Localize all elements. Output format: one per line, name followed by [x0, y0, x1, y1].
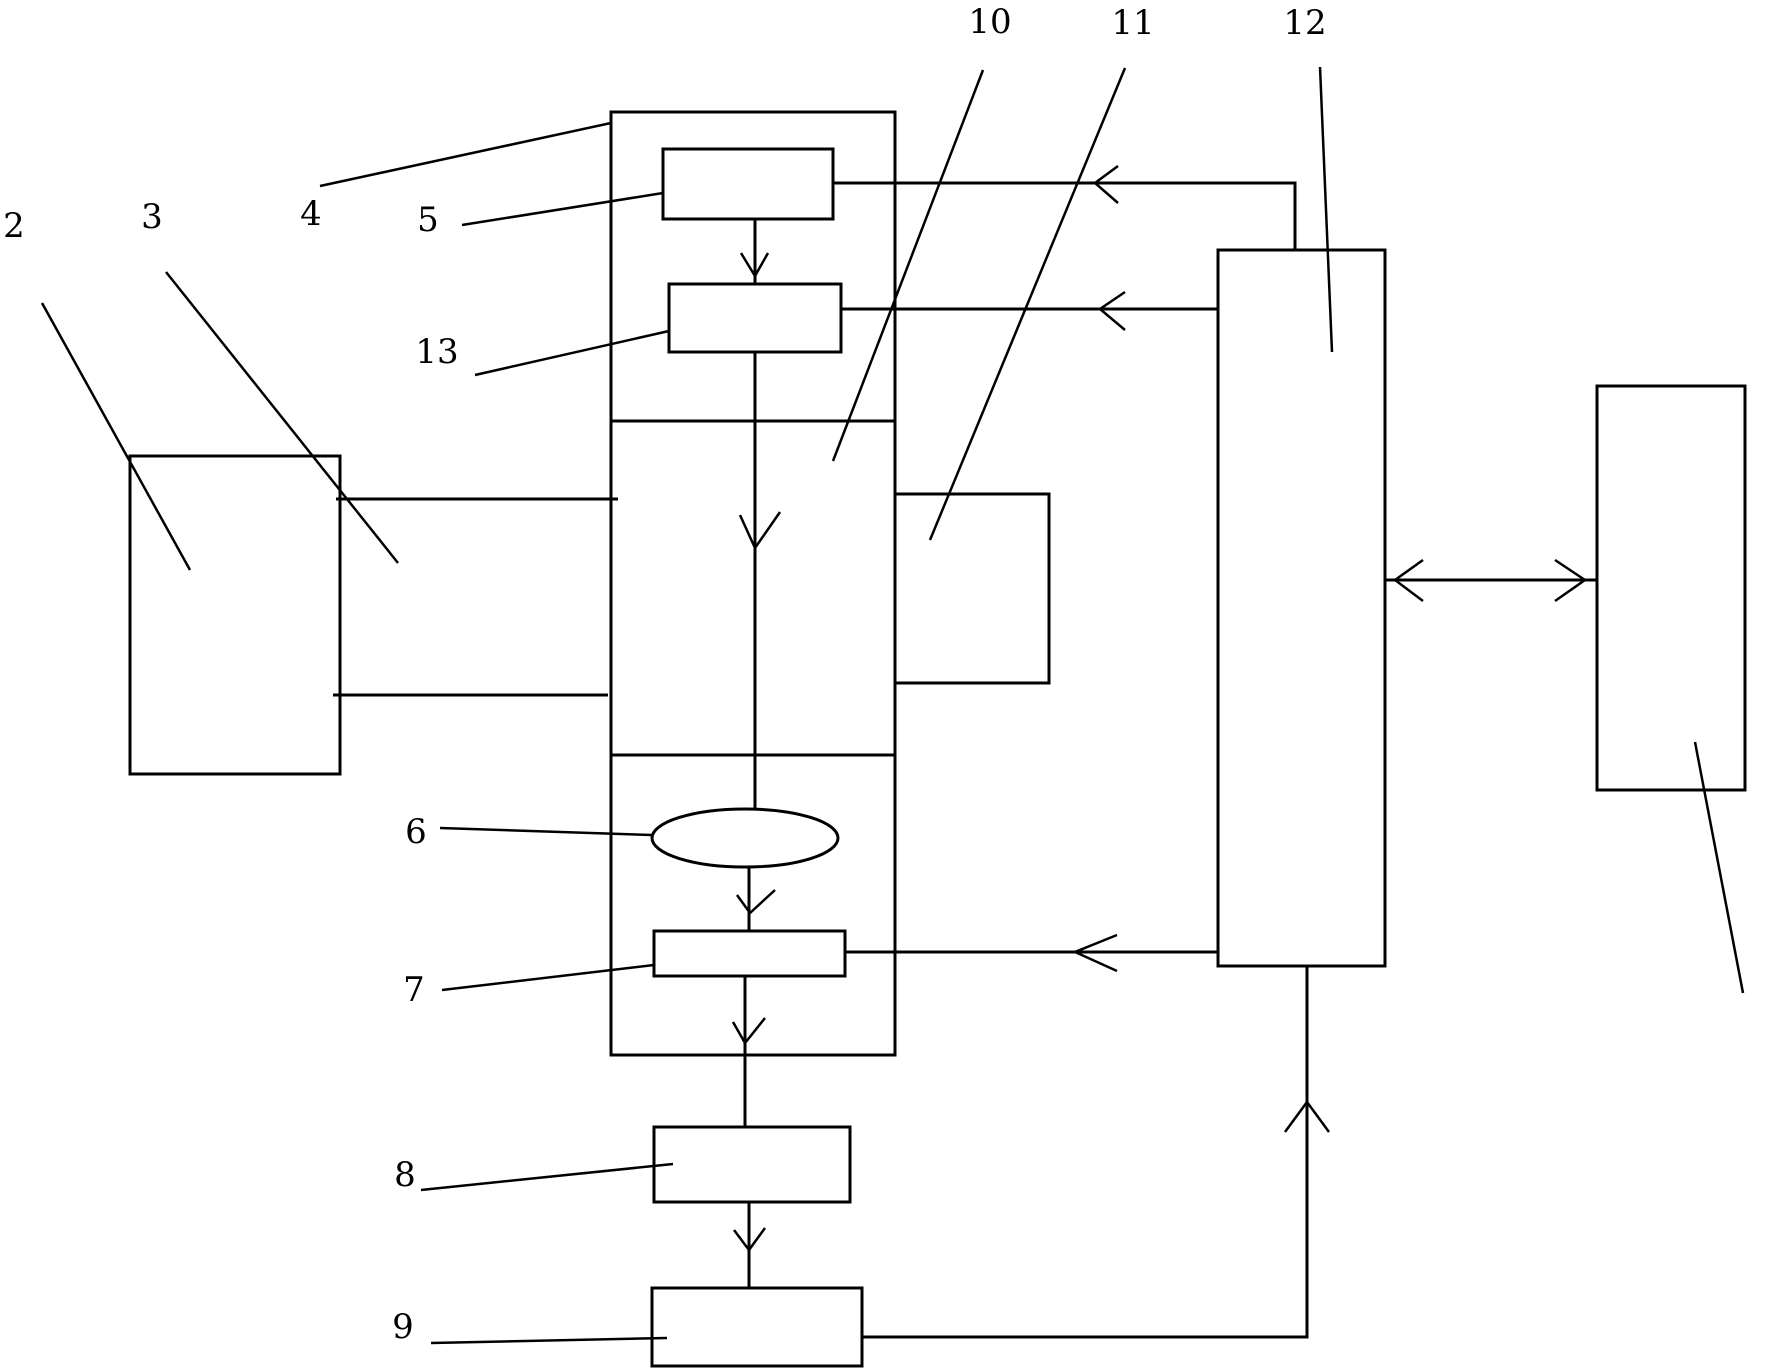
component-6-lens	[650, 807, 840, 869]
component-8-box	[652, 1125, 852, 1204]
arrowhead-to-12	[1392, 558, 1424, 602]
arrowhead-9-12	[1283, 1099, 1331, 1133]
leader-13	[474, 329, 670, 377]
label-9: 9	[392, 1307, 414, 1347]
label-2: 2	[3, 206, 25, 246]
leader-7	[441, 963, 655, 992]
leader-9	[430, 1336, 668, 1345]
label-10: 10	[968, 2, 1011, 42]
leader-5	[461, 191, 664, 227]
label-11: 11	[1111, 3, 1154, 43]
arrowhead-6-7	[735, 889, 776, 915]
component-7-box	[652, 929, 847, 978]
arrowhead-13-6	[738, 511, 782, 551]
leader-3	[165, 271, 399, 564]
component-12-controller	[1216, 248, 1387, 968]
leader-8	[420, 1162, 674, 1192]
component-5-box	[661, 147, 835, 221]
label-6: 6	[405, 812, 427, 852]
arrowhead-to-1	[1554, 558, 1588, 603]
component-11-box	[895, 492, 1051, 685]
leader-6	[439, 826, 653, 837]
arrowhead-to-13	[1097, 290, 1126, 331]
line-9-to-12	[862, 966, 1309, 1339]
label-13: 13	[415, 332, 458, 372]
label-8: 8	[394, 1155, 416, 1195]
arrowhead-5-13	[739, 252, 770, 279]
arrowhead-8-9	[733, 1227, 767, 1253]
component-2-box	[128, 454, 342, 776]
component-1-box	[1595, 384, 1747, 792]
leader-11	[928, 67, 1127, 541]
arrowhead-7-8	[731, 1017, 766, 1046]
label-3: 3	[141, 197, 163, 237]
leader-1	[1693, 741, 1745, 994]
component-13-box	[667, 282, 843, 354]
arrowhead-to-7	[1071, 933, 1118, 973]
label-12: 12	[1283, 3, 1326, 43]
label-7: 7	[403, 970, 425, 1010]
component-4-housing	[609, 110, 897, 1057]
component-9-box	[650, 1286, 864, 1368]
label-5: 5	[417, 200, 439, 240]
label-4: 4	[300, 194, 322, 234]
leader-12	[1318, 66, 1334, 353]
leader-4	[319, 121, 612, 188]
line-12-to-5	[833, 181, 1297, 250]
arrowhead-to-5	[1093, 164, 1119, 204]
leader-2	[40, 302, 192, 571]
leader-10	[831, 69, 985, 462]
